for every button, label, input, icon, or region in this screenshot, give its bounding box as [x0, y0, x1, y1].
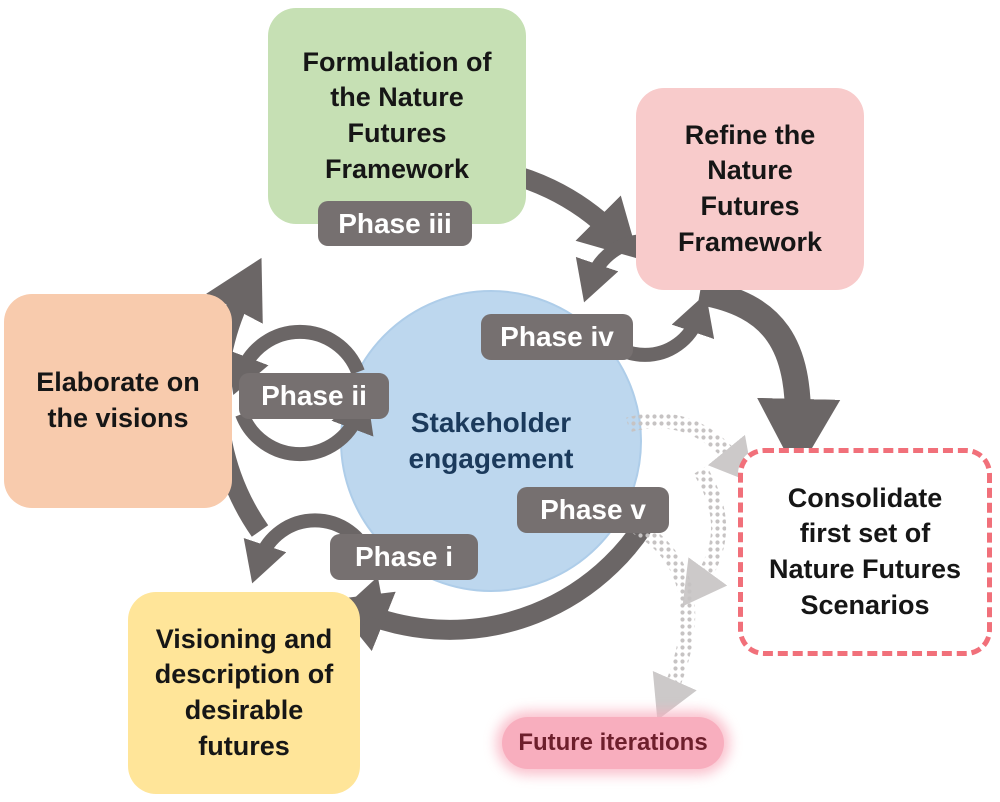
- phase-iv-label: Phase iv: [481, 314, 633, 360]
- visioning-box-label: Visioning and description of desirable f…: [154, 623, 334, 761]
- refine-to-consolidate-arrow: [697, 279, 841, 474]
- formulation-box: Formulation of the Nature Futures Framew…: [268, 8, 526, 224]
- phase-v-label: Phase v: [517, 487, 669, 533]
- consolidate-box-label: Consolidate first set of Nature Futures …: [768, 482, 962, 620]
- visioning-box: Visioning and description of desirable f…: [128, 592, 360, 794]
- elaborate-box: Elaborate on the visions: [4, 294, 232, 508]
- phase-i-text: Phase i: [354, 541, 454, 572]
- phase-iv-text: Phase iv: [500, 321, 614, 352]
- phase-ii-loop-arrows: [226, 324, 374, 462]
- phase-ii-text: Phase ii: [261, 380, 367, 411]
- halftone-future-arrows: [619, 413, 754, 721]
- phase-i-label: Phase i: [330, 534, 478, 580]
- elaborate-box-label: Elaborate on the visions: [36, 367, 200, 433]
- phase-iii-text: Phase iii: [338, 207, 452, 239]
- future-iterations-label: Future iterations: [518, 729, 708, 756]
- refine-box-label: Refine the Nature Futures Framework: [677, 119, 823, 257]
- refine-box: Refine the Nature Futures Framework: [636, 88, 864, 290]
- consolidate-box: Consolidate first set of Nature Futures …: [738, 448, 992, 656]
- phase-ii-label: Phase ii: [239, 373, 389, 419]
- stakeholder-engagement-label: Stakeholder engagement: [408, 406, 574, 474]
- formulation-box-label: Formulation of the Nature Futures Framew…: [302, 46, 492, 184]
- future-iterations-pill: Future iterations: [502, 717, 724, 769]
- phase-v-text: Phase v: [540, 494, 646, 525]
- phase-iii-label: Phase iii: [318, 201, 472, 246]
